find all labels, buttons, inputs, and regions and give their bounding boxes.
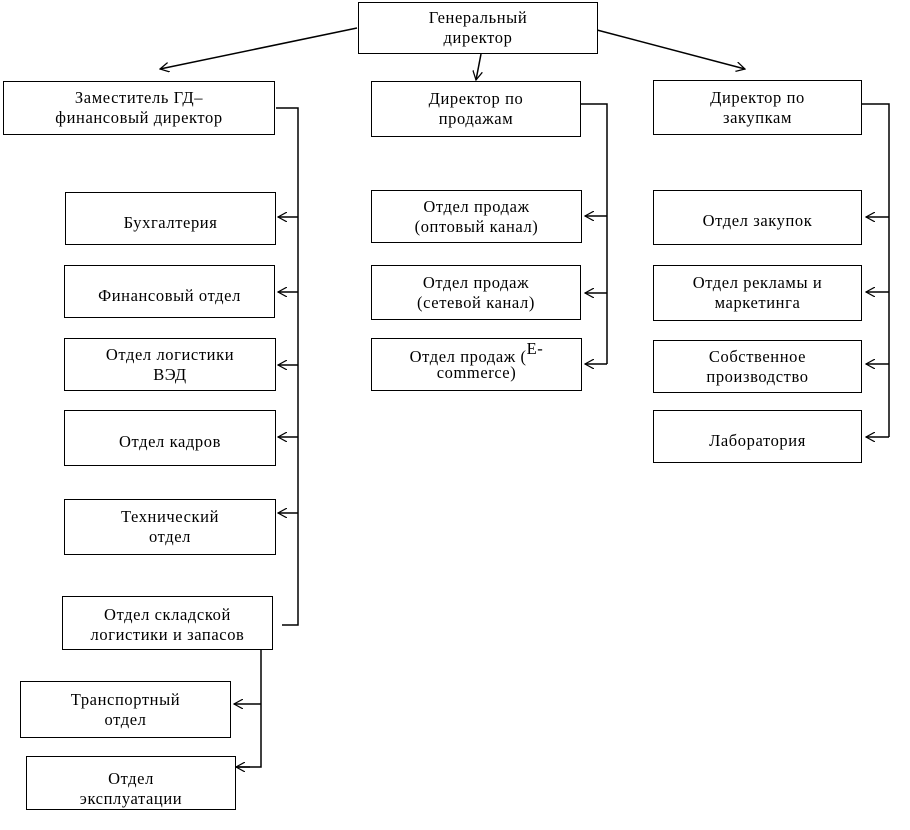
purchasing-director-line1: Директор по bbox=[710, 87, 805, 107]
warehouse-trunk bbox=[236, 650, 262, 768]
sales-wholesale-line1: Отдел продаж bbox=[423, 196, 530, 216]
accounting-box: Бухгалтерия bbox=[65, 192, 276, 245]
sales-ecommerce-line2: commerce) bbox=[436, 362, 517, 382]
finance-dept-label: Финансовый отдел bbox=[98, 285, 241, 305]
sales-ecommerce-prefix: Отдел продаж ( bbox=[409, 346, 527, 366]
arrow-gd-to-sales bbox=[476, 53, 481, 80]
deputy-director-line2: финансовый директор bbox=[55, 108, 223, 127]
sales-network-box: Отдел продаж(сетевой канал) bbox=[371, 265, 581, 320]
transport-dept-line1: Транспортный bbox=[70, 689, 181, 709]
own-production-line2: производство bbox=[706, 366, 809, 386]
left-trunk bbox=[276, 107, 299, 626]
transport-dept-line2: отдел bbox=[104, 709, 147, 729]
purchasing-director-line2: закупкам bbox=[722, 107, 793, 127]
technical-dept-line2: отдел bbox=[149, 527, 191, 546]
accounting-label: Бухгалтерия bbox=[123, 212, 218, 232]
sales-ecommerce-line1: Отдел продаж (E- bbox=[409, 340, 544, 366]
own-production-line1: Собственное bbox=[708, 346, 807, 366]
logistics-ved-line1: Отдел логистики bbox=[105, 344, 235, 364]
sales-director-line2: продажам bbox=[438, 109, 514, 128]
warehouse-logistics-line1: Отдел складской bbox=[104, 605, 231, 624]
logistics-ved-line2: ВЭД bbox=[153, 364, 187, 384]
marketing-dept-line1: Отдел рекламы и bbox=[692, 273, 823, 292]
deputy-director-box: Заместитель ГД–финансовый директор bbox=[3, 81, 275, 135]
sales-wholesale-line2: (оптовый канал) bbox=[414, 216, 539, 236]
purchasing-dept-box: Отдел закупок bbox=[653, 190, 862, 245]
sales-network-line2: (сетевой канал) bbox=[417, 292, 535, 312]
finance-dept-box: Финансовый отдел bbox=[64, 265, 275, 318]
hr-dept-label: Отдел кадров bbox=[119, 432, 221, 451]
sales-director-line1: Директор по bbox=[428, 89, 524, 108]
right-trunk bbox=[862, 103, 890, 437]
operations-dept-line2: эксплуатации bbox=[79, 789, 183, 808]
general-director-line1: Генеральный bbox=[428, 8, 528, 27]
arrow-gd-to-purchasing bbox=[596, 29, 745, 69]
sales-ecommerce-box: Отдел продаж (E-commerce) bbox=[371, 338, 582, 391]
laboratory-box: Лаборатория bbox=[653, 410, 862, 463]
purchasing-dept-label: Отдел закупок bbox=[702, 210, 813, 230]
sales-network-line1: Отдел продаж bbox=[422, 272, 530, 292]
general-director-line2: директор bbox=[443, 28, 513, 47]
operations-dept-line1: Отдел bbox=[108, 769, 154, 788]
laboratory-label: Лаборатория bbox=[709, 430, 806, 450]
warehouse-logistics-line2: логистики и запасов bbox=[90, 625, 245, 644]
sales-wholesale-box: Отдел продаж(оптовый канал) bbox=[371, 190, 582, 243]
technical-dept-line1: Технический bbox=[120, 507, 220, 526]
middle-trunk bbox=[581, 103, 608, 364]
sales-ecommerce-sup: E- bbox=[526, 338, 544, 358]
hr-dept-box: Отдел кадров bbox=[64, 410, 276, 466]
deputy-director-line1: Заместитель ГД– bbox=[74, 88, 204, 107]
marketing-dept-line2: маркетинга bbox=[714, 293, 801, 312]
arrow-gd-to-deputy bbox=[160, 27, 358, 69]
